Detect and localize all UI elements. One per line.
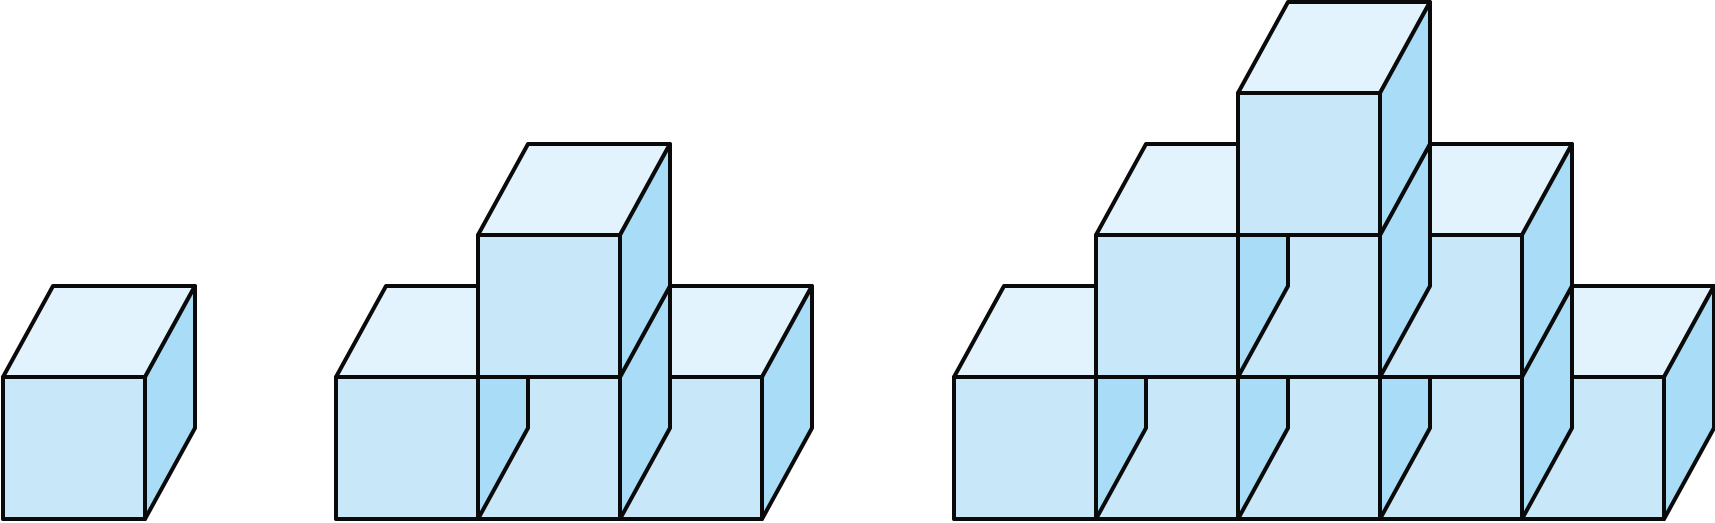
cube-front-face (1, 375, 147, 521)
cube-front-face (1236, 91, 1382, 237)
cube-figure-2 (334, 142, 814, 521)
cube (476, 142, 672, 379)
cube-front-face (476, 233, 622, 379)
cube-front-face (1094, 233, 1240, 379)
cube-figure-3 (952, 0, 1715, 521)
cube-front-face (334, 375, 480, 521)
cube-figure-1 (1, 284, 197, 521)
cube-front-face (952, 375, 1098, 521)
cube (1, 284, 197, 521)
cube (1236, 0, 1432, 237)
